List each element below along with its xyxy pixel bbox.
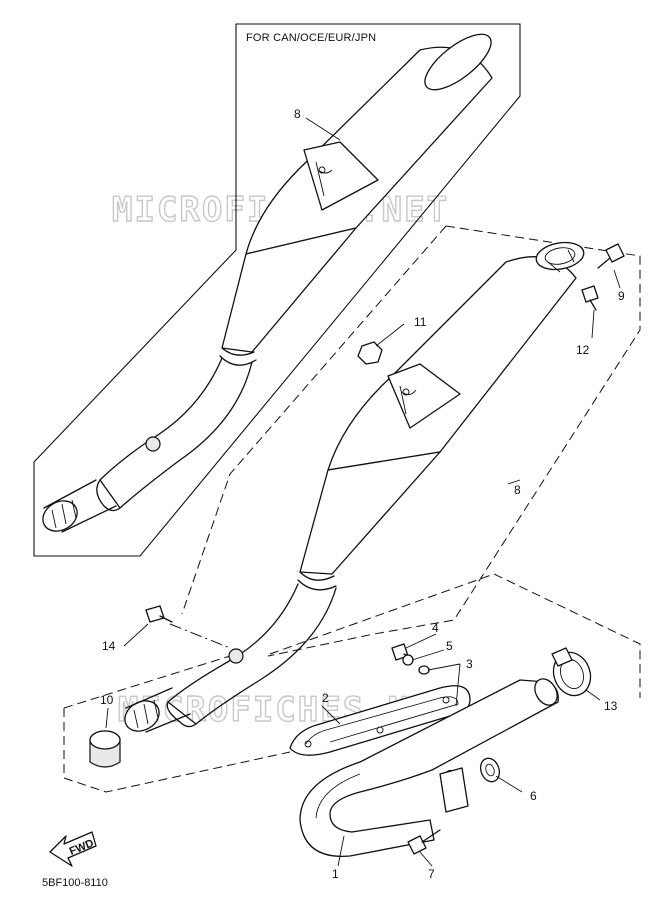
- bracket: [289, 685, 471, 756]
- bolt-lower: [581, 285, 599, 311]
- gasket-6: [479, 757, 501, 783]
- region-label: FOR CAN/OCE/EUR/JPN: [246, 32, 376, 44]
- label-part-11: 11: [414, 315, 427, 329]
- muffler-upper: [42, 33, 493, 533]
- label-part-5: 5: [446, 639, 453, 653]
- label-part-3: 3: [466, 657, 473, 671]
- label-part-7: 7: [428, 867, 435, 881]
- label-part-6: 6: [530, 789, 537, 803]
- bolt-7: [407, 829, 441, 855]
- fwd-arrow-icon: FWD: [49, 831, 97, 867]
- bolt-upper: [597, 243, 625, 269]
- bolt-14: [145, 605, 231, 649]
- region-box-lower: [267, 225, 641, 657]
- damper-3a: [418, 665, 430, 675]
- label-part-10: 10: [100, 693, 114, 707]
- gasket-sleeve: [89, 730, 121, 768]
- washer-5: [402, 654, 414, 666]
- clamp: [551, 647, 592, 697]
- label-part-13: 13: [604, 699, 618, 713]
- nut: [357, 341, 383, 365]
- label-part-2: 2: [322, 691, 329, 705]
- label-part-1: 1: [332, 867, 339, 881]
- muffler-lower: [124, 241, 585, 733]
- label-part-8-lower: 8: [514, 483, 521, 497]
- diagram-code: 5BF100-8110: [42, 877, 108, 889]
- label-part-4: 4: [432, 621, 439, 635]
- label-part-8-upper: 8: [294, 107, 301, 121]
- label-part-9: 9: [618, 289, 625, 303]
- label-part-12: 12: [576, 343, 590, 357]
- exhaust-pipe: [299, 678, 559, 857]
- leader-lines: [105, 117, 621, 867]
- label-part-14: 14: [102, 639, 116, 653]
- region-box-upper: [33, 23, 521, 557]
